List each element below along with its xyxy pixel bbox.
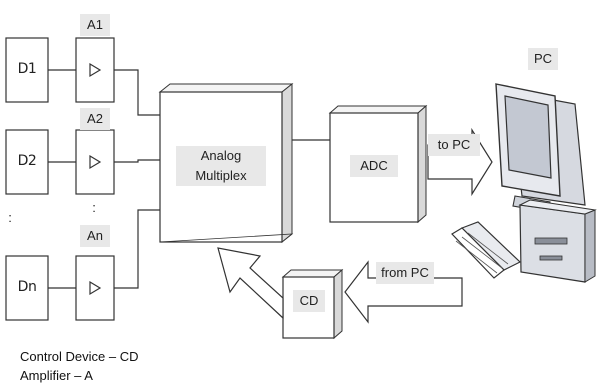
legend-control-device: Control Device – CD (20, 349, 139, 364)
control-device-label: CD (293, 290, 325, 312)
from-pc-label: from PC (376, 262, 434, 284)
amplifier-triangle-icon (89, 154, 102, 170)
amplifier-a2-label: A2 (80, 108, 110, 130)
keyboard-icon (451, 221, 522, 279)
amplifier-ellipsis: : (92, 200, 96, 215)
drive-slot-icon (534, 237, 568, 245)
multiplexer-label: Analog Multiplex (176, 146, 266, 186)
line-a1-mux (114, 69, 160, 116)
line-a2-mux (114, 159, 160, 163)
amplifier-a2-box (75, 129, 115, 195)
detector-d2-box (5, 129, 49, 195)
detector-dn-label: Dn (17, 279, 37, 295)
multiplexer-label-line1: Analog (200, 148, 242, 163)
control-device-box (281, 268, 344, 340)
detector-ellipsis: : (8, 210, 12, 225)
drive-slot-icon (539, 255, 563, 261)
amplifier-triangle-icon (89, 62, 102, 78)
amplifier-an-label: An (80, 225, 110, 247)
multiplexer-label-line2: Multiplex (195, 168, 247, 183)
pc-label: PC (528, 48, 558, 70)
arrow-cd-to-mux (217, 247, 284, 320)
legend-amplifier: Amplifier – A (20, 368, 93, 383)
detector-d2-label: D2 (17, 153, 37, 169)
amplifier-an-box (75, 255, 115, 321)
to-pc-label: to PC (428, 134, 480, 156)
arrow-from-pc (344, 260, 463, 324)
pc-illustration (451, 83, 597, 283)
detector-d1-label: D1 (17, 61, 37, 77)
amplifier-a1-box (75, 37, 115, 103)
detector-dn-box (5, 255, 49, 321)
amplifier-triangle-icon (89, 280, 102, 296)
adc-label: ADC (350, 155, 398, 177)
monitor-screen (504, 95, 552, 179)
detector-d1-box (5, 37, 49, 103)
amplifier-a1-label: A1 (80, 14, 110, 36)
line-an-mux (114, 209, 160, 289)
